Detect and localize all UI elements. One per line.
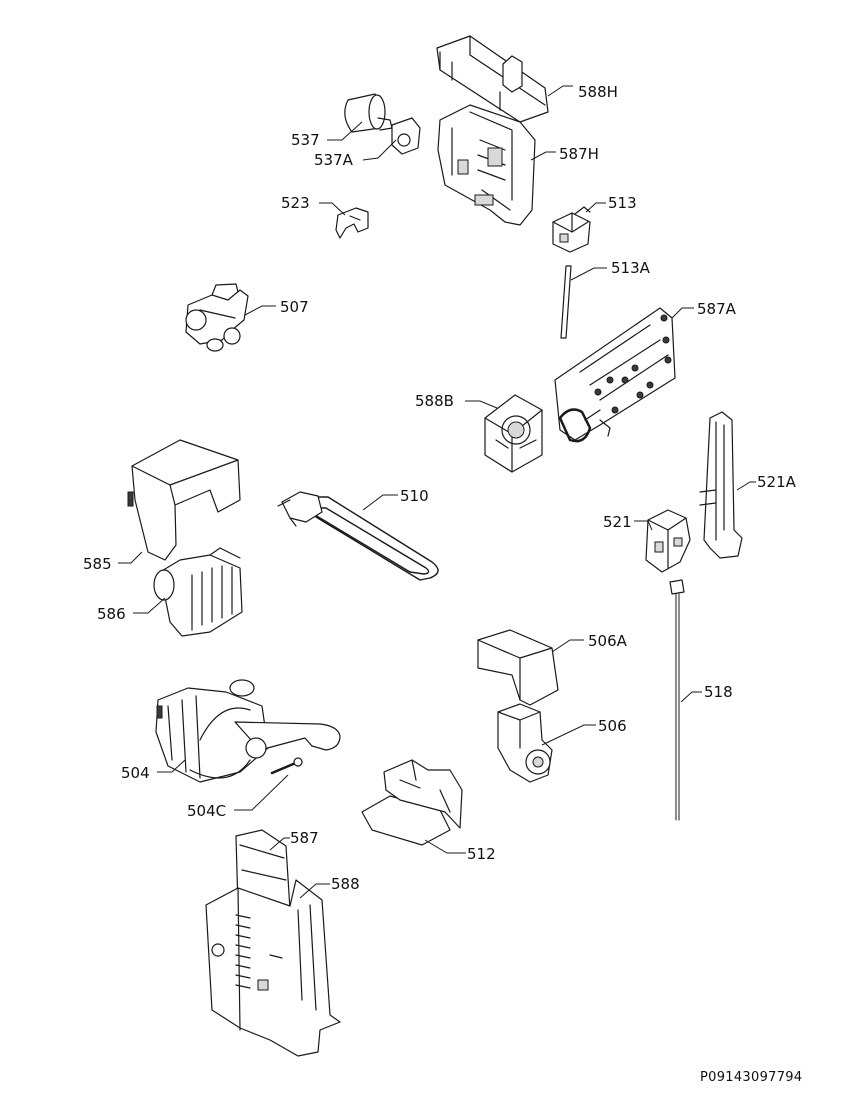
part-506A-drawing: [477, 629, 559, 706]
part-587H-drawing: [437, 104, 536, 226]
part-513A-drawing: [560, 265, 572, 339]
label-513: 513: [608, 194, 637, 212]
label-537A: 537A: [314, 151, 354, 169]
part-537A-drawing: [391, 117, 421, 155]
label-587A: 587A: [697, 300, 737, 318]
label-588H: 588H: [578, 83, 618, 101]
label-510: 510: [400, 487, 429, 505]
part-588H-drawing: [436, 35, 549, 123]
label-588: 588: [331, 875, 360, 893]
part-588B-drawing: [484, 394, 543, 473]
label-521A: 521A: [757, 473, 797, 491]
part-588-drawing: [205, 879, 341, 1057]
part-504-drawing: [155, 679, 341, 783]
label-507: 507: [280, 298, 309, 316]
label-587H: 587H: [559, 145, 599, 163]
label-513A: 513A: [611, 259, 651, 277]
label-504C: 504C: [187, 802, 226, 820]
part-504C-drawing: [270, 757, 303, 775]
label-523: 523: [281, 194, 310, 212]
part-512-drawing: [361, 759, 463, 846]
document-id: P09143097794: [700, 1070, 803, 1085]
label-512: 512: [467, 845, 496, 863]
part-506-drawing: [497, 703, 553, 783]
part-523-drawing: [335, 207, 369, 239]
label-518: 518: [704, 683, 733, 701]
leader-lines: [118, 85, 756, 899]
label-521: 521: [603, 513, 632, 531]
part-labels: 588H 537 537A 587H 523 513 513A 507 587A…: [83, 83, 797, 893]
label-506A: 506A: [588, 632, 628, 650]
label-585: 585: [83, 555, 112, 573]
label-588B: 588B: [415, 392, 454, 410]
label-586: 586: [97, 605, 126, 623]
part-518-drawing: [669, 579, 685, 821]
label-506: 506: [598, 717, 627, 735]
part-537-drawing: [344, 93, 393, 133]
part-521-drawing: [645, 509, 691, 573]
label-537: 537: [291, 131, 320, 149]
label-587: 587: [290, 829, 319, 847]
part-507-drawing: [185, 283, 249, 352]
part-587A-drawing: [554, 307, 676, 443]
label-504: 504: [121, 764, 150, 782]
part-586-drawing: [153, 547, 243, 637]
part-521A-drawing: [699, 411, 743, 559]
part-513-drawing: [552, 206, 591, 253]
part-510-drawing: [277, 491, 439, 581]
part-585-drawing: [127, 439, 241, 561]
